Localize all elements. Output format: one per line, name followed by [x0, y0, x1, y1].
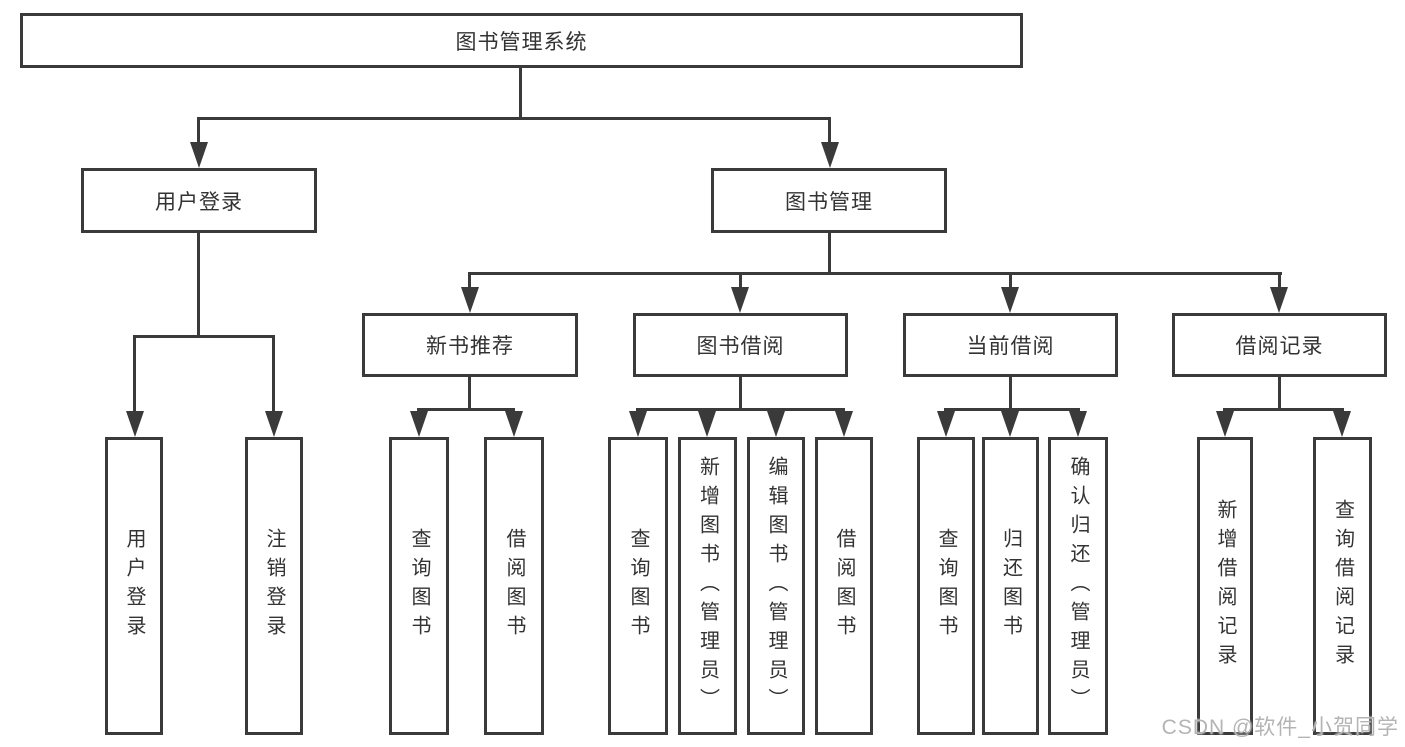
leaf-user-login: 用户登录 [105, 437, 163, 735]
connector-line [739, 272, 742, 289]
connector-line [197, 117, 831, 120]
node-current-borrowing: 当前借阅 [903, 313, 1118, 377]
leaf-label: 新增借阅记录 [1214, 499, 1236, 673]
connector-line [739, 377, 742, 408]
leaf-logout: 注销登录 [245, 437, 303, 735]
node-book-management: 图书管理 [711, 168, 947, 233]
leaf-borrow-books-1: 借阅图书 [484, 437, 544, 735]
node-borrowing-records: 借阅记录 [1172, 313, 1387, 377]
connector-line [417, 408, 515, 411]
connector-line [1278, 272, 1281, 289]
arrow-down-icon [1333, 411, 1351, 437]
arrow-down-icon [821, 142, 839, 168]
arrow-down-icon [461, 287, 479, 313]
arrow-down-icon [767, 411, 785, 437]
arrow-down-icon [1001, 287, 1019, 313]
connector-line [468, 377, 471, 408]
connector-line [133, 335, 275, 338]
leaf-label: 查询借阅记录 [1331, 499, 1354, 673]
arrow-down-icon [190, 142, 208, 168]
connector-line [1009, 272, 1012, 289]
leaf-query-books-2: 查询图书 [608, 437, 668, 735]
csdn-watermark: CSDN @软件_小贺同学 [1161, 716, 1399, 739]
arrow-down-icon [835, 411, 853, 437]
arrow-down-icon [1069, 411, 1087, 437]
connector-line [272, 335, 275, 415]
leaf-add-borrow-record: 新增借阅记录 [1197, 437, 1253, 735]
connector-line [468, 272, 471, 289]
connector-line [636, 408, 845, 411]
arrow-down-icon [410, 411, 428, 437]
arrow-down-icon [1001, 411, 1019, 437]
arrow-down-icon [126, 411, 144, 437]
connector-line [1009, 377, 1012, 408]
arrow-down-icon [1216, 411, 1234, 437]
node-new-book-recommendation: 新书推荐 [362, 313, 578, 377]
leaf-query-borrow-record: 查询借阅记录 [1313, 437, 1372, 735]
leaf-add-books-admin: 新增图书（管理员） [678, 437, 737, 735]
arrow-down-icon [731, 287, 749, 313]
leaf-label: 编辑图书（管理员） [765, 455, 787, 717]
connector-line [828, 233, 831, 272]
arrow-down-icon [629, 411, 647, 437]
connector-line [828, 117, 831, 145]
connector-line [133, 335, 136, 415]
leaf-label: 查询图书 [627, 528, 649, 644]
connector-line [944, 408, 1080, 411]
leaf-label: 确认归还（管理员） [1067, 455, 1089, 717]
leaf-label: 借阅图书 [503, 528, 525, 644]
leaf-label: 查询图书 [935, 528, 957, 644]
connector-line [1278, 377, 1281, 408]
connector-line [519, 68, 522, 118]
leaf-label: 用户登录 [123, 528, 145, 644]
arrow-down-icon [937, 411, 955, 437]
leaf-borrow-books-2: 借阅图书 [815, 437, 873, 735]
leaf-label: 新增图书（管理员） [696, 455, 719, 717]
leaf-query-books-3: 查询图书 [917, 437, 975, 735]
arrow-down-icon [1270, 287, 1288, 313]
connector-line [197, 233, 200, 335]
node-user-login: 用户登录 [81, 168, 317, 233]
connector-line [1223, 408, 1344, 411]
leaf-label: 归还图书 [999, 528, 1022, 644]
arrow-down-icon [505, 411, 523, 437]
arrow-down-icon [698, 411, 716, 437]
arrow-down-icon [265, 411, 283, 437]
connector-line [197, 117, 200, 145]
leaf-query-books-1: 查询图书 [389, 437, 449, 735]
node-book-borrowing: 图书借阅 [633, 313, 848, 377]
leaf-label: 注销登录 [263, 528, 285, 644]
leaf-confirm-return-admin: 确认归还（管理员） [1048, 437, 1108, 735]
leaf-label: 查询图书 [408, 528, 430, 644]
node-root-library-system: 图书管理系统 [20, 13, 1023, 68]
leaf-label: 借阅图书 [833, 528, 855, 644]
leaf-edit-books-admin: 编辑图书（管理员） [747, 437, 805, 735]
leaf-return-books: 归还图书 [982, 437, 1039, 735]
connector-line [469, 272, 1282, 275]
